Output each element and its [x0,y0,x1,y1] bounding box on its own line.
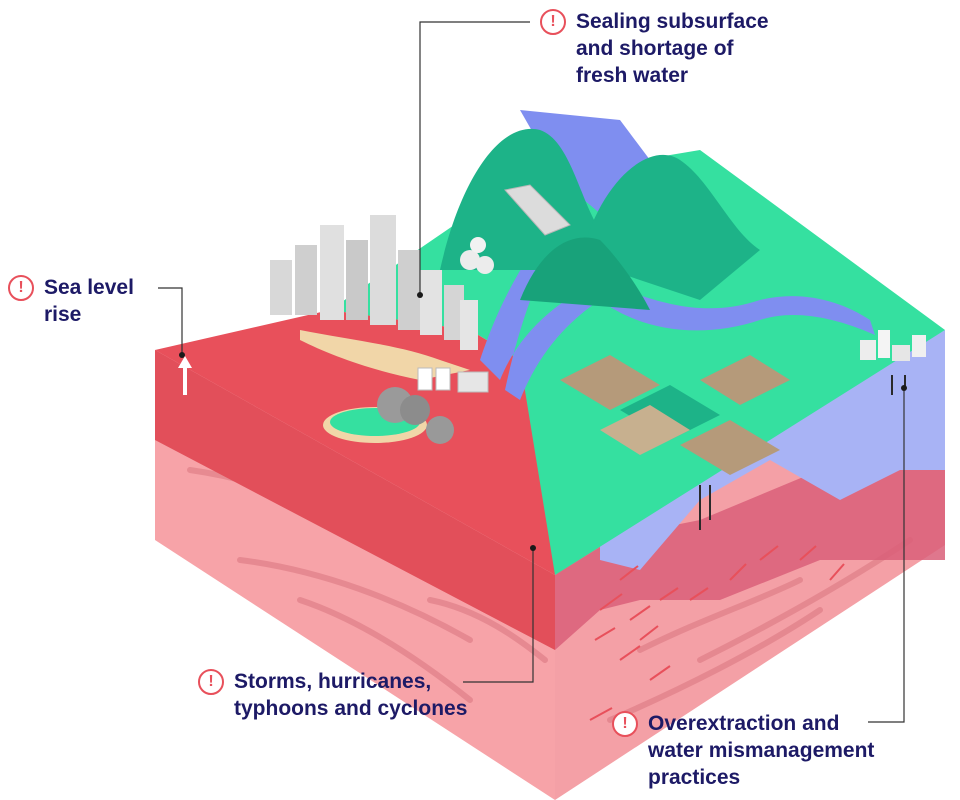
warning-icon: ! [8,275,34,301]
river [480,230,875,400]
up-arrow-icon [178,356,192,395]
label-overextraction: ! Overextraction and water mismanagement… [612,710,874,791]
label-sea-level-text: Sea level rise [44,276,134,326]
warning-icon: ! [540,9,566,35]
label-sealing-subsurface: ! Sealing subsurface and shortage of fre… [540,8,769,89]
soil-strata [187,467,913,723]
sea-front-face [155,350,555,650]
farm-fields [560,355,790,475]
leader-dots [179,292,907,551]
intrusion-arrows [589,545,845,721]
seawater-wedge [555,460,945,650]
storm-island [323,387,454,444]
coastal-town [860,330,926,361]
label-sea-level-rise: ! Sea level rise [8,274,134,328]
label-storms-text: Storms, hurricanes, typhoons and cyclone… [234,670,468,720]
warning-icon: ! [612,711,638,737]
warning-icon: ! [198,669,224,695]
label-overextraction-text: Overextraction and water mismanagement p… [648,712,875,789]
label-sealing-text: Sealing subsurface and shortage of fresh… [576,10,769,87]
industrial-tanks [417,367,489,393]
label-storms: ! Storms, hurricanes, typhoons and cyclo… [198,668,467,722]
leader-lines [158,21,905,723]
city-buildings [270,215,494,350]
dam [504,184,571,236]
